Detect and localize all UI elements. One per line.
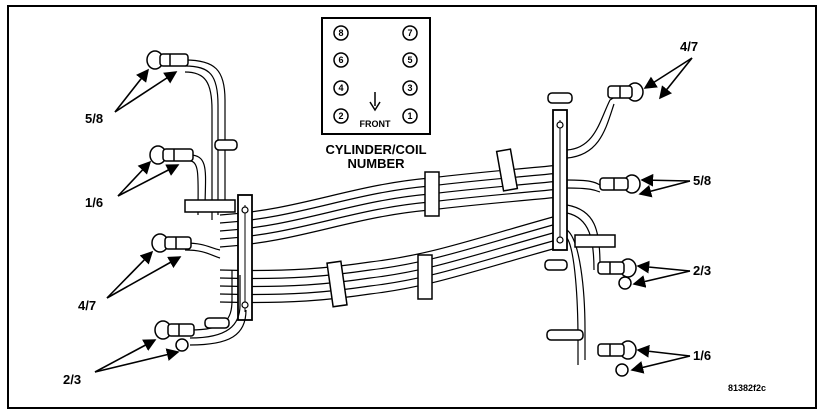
svg-text:5/8: 5/8 (693, 173, 711, 188)
cylinder-number-3: 3 (402, 80, 418, 96)
cylinder-number-1: 1 (402, 108, 418, 124)
chart-title-line1: CYLINDER/COIL (325, 142, 426, 157)
coil-connector-right-3 (597, 258, 637, 290)
coil-connector-right-1 (607, 82, 644, 102)
chart-title-line2: NUMBER (347, 156, 405, 171)
coil-connector-left-3 (151, 233, 192, 253)
wire-harness (184, 59, 619, 365)
callout-right-1-6: 1/6 (630, 344, 711, 374)
cylinder-number-2: 2 (333, 108, 349, 124)
cylinder-number-7: 7 (402, 25, 418, 41)
callout-left-2-3: 2/3 (63, 339, 180, 387)
svg-text:7: 7 (407, 28, 412, 38)
svg-text:5/8: 5/8 (85, 111, 103, 126)
cylinder-chart: 8 7 6 5 4 3 2 1 (321, 17, 431, 135)
cylinder-number-5: 5 (402, 52, 418, 68)
svg-text:1/6: 1/6 (693, 348, 711, 363)
callout-left-1-6: 1/6 (85, 160, 180, 210)
front-label: FRONT (360, 119, 391, 129)
cylinder-number-6: 6 (333, 52, 349, 68)
figure-id: 81382f2c (728, 383, 766, 393)
svg-text:3: 3 (407, 83, 412, 93)
svg-text:4: 4 (338, 83, 343, 93)
callout-left-5-8: 5/8 (85, 68, 178, 126)
coil-connector-right-4 (597, 340, 637, 377)
callout-right-2-3: 2/3 (632, 260, 711, 288)
svg-text:6: 6 (338, 55, 343, 65)
callout-right-4-7: 4/7 (643, 39, 698, 100)
coil-connector-left-2 (149, 145, 194, 165)
svg-text:4/7: 4/7 (78, 298, 96, 313)
svg-text:2: 2 (338, 111, 343, 121)
coil-connector-left-1 (146, 50, 189, 70)
cylinder-number-8: 8 (333, 25, 349, 41)
cylinder-number-4: 4 (333, 80, 349, 96)
callout-right-5-8: 5/8 (638, 173, 711, 198)
svg-text:2/3: 2/3 (693, 263, 711, 278)
front-arrow-icon (369, 92, 381, 112)
svg-text:1: 1 (407, 111, 412, 121)
svg-text:8: 8 (338, 28, 343, 38)
svg-text:2/3: 2/3 (63, 372, 81, 387)
callout-left-4-7: 4/7 (78, 250, 182, 313)
svg-text:4/7: 4/7 (680, 39, 698, 54)
coil-connector-left-4 (154, 320, 195, 352)
svg-text:5: 5 (407, 55, 412, 65)
svg-text:1/6: 1/6 (85, 195, 103, 210)
coil-connector-right-2 (599, 174, 641, 194)
